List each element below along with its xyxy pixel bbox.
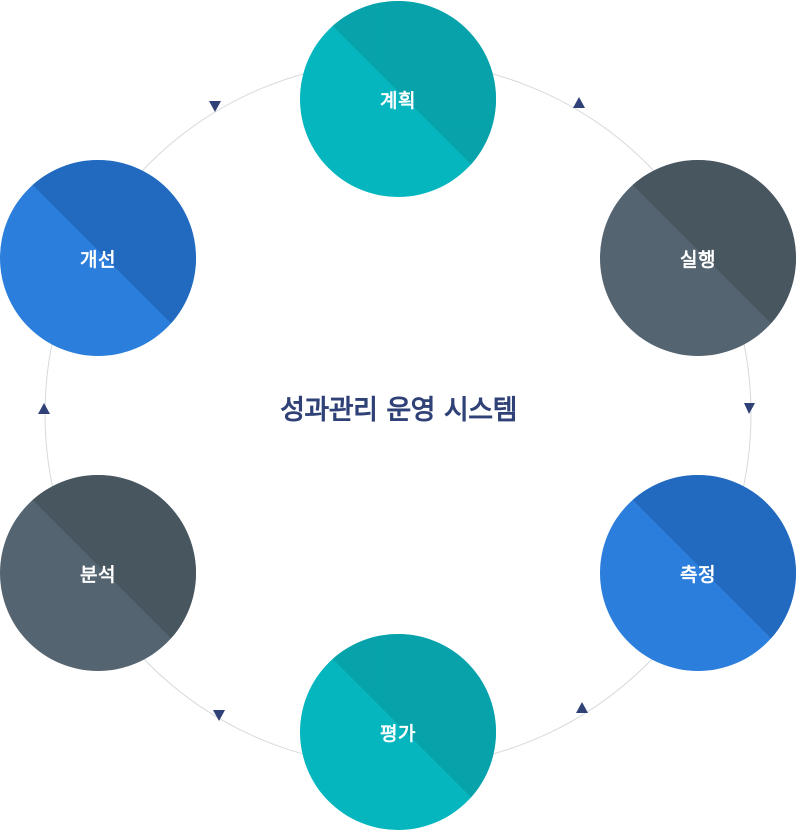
arrow-improve-to-plan [209, 101, 221, 112]
node-evaluate: 평가 [300, 634, 496, 830]
node-shade [600, 160, 796, 356]
arrow-plan-to-execute [573, 97, 585, 108]
node-label-improve: 개선 [80, 248, 116, 271]
node-improve: 개선 [0, 160, 196, 356]
node-label-analyze: 분석 [80, 563, 116, 586]
arrow-analyze-to-improve [38, 403, 50, 414]
node-execute: 실행 [600, 160, 796, 356]
node-label-evaluate: 평가 [380, 722, 416, 745]
arrow-execute-to-measure [744, 403, 755, 414]
node-shade [300, 634, 496, 830]
node-plan: 계획 [300, 1, 496, 197]
node-label-plan: 계획 [380, 89, 416, 112]
node-shade [600, 475, 796, 671]
node-analyze: 분석 [0, 475, 196, 671]
node-shade [0, 475, 196, 671]
arrow-evaluate-to-analyze [213, 710, 225, 721]
node-shade [300, 1, 496, 197]
node-measure: 측정 [600, 475, 796, 671]
node-shade [0, 160, 196, 356]
node-label-measure: 측정 [680, 563, 716, 586]
node-label-execute: 실행 [680, 248, 716, 271]
center-title: 성과관리 운영 시스템 [280, 395, 517, 426]
arrow-measure-to-evaluate [576, 702, 588, 713]
